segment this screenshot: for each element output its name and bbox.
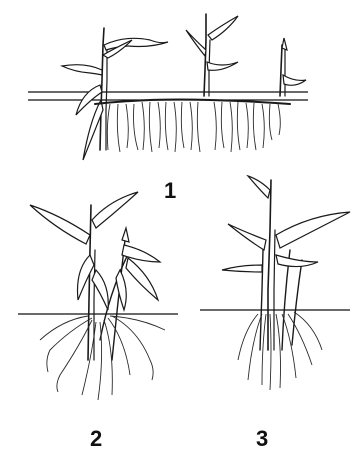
panel-1-rhizome-roots (95, 100, 290, 153)
panel-3-roots (238, 312, 322, 390)
panel-3-shoots (222, 176, 350, 350)
panel-label-1: 1 (164, 180, 176, 202)
panel-3-illustration (200, 176, 350, 390)
panel-1-illustration (28, 14, 308, 160)
panel-2-illustration (18, 192, 178, 400)
panel-1-shoot-left (62, 28, 168, 160)
panel-1-shoot-right (280, 38, 306, 96)
panel-1-shoot-middle (186, 14, 238, 96)
panel-label-2: 2 (90, 428, 102, 450)
panel-2-shoots (30, 192, 160, 360)
panel-label-3: 3 (256, 428, 268, 450)
